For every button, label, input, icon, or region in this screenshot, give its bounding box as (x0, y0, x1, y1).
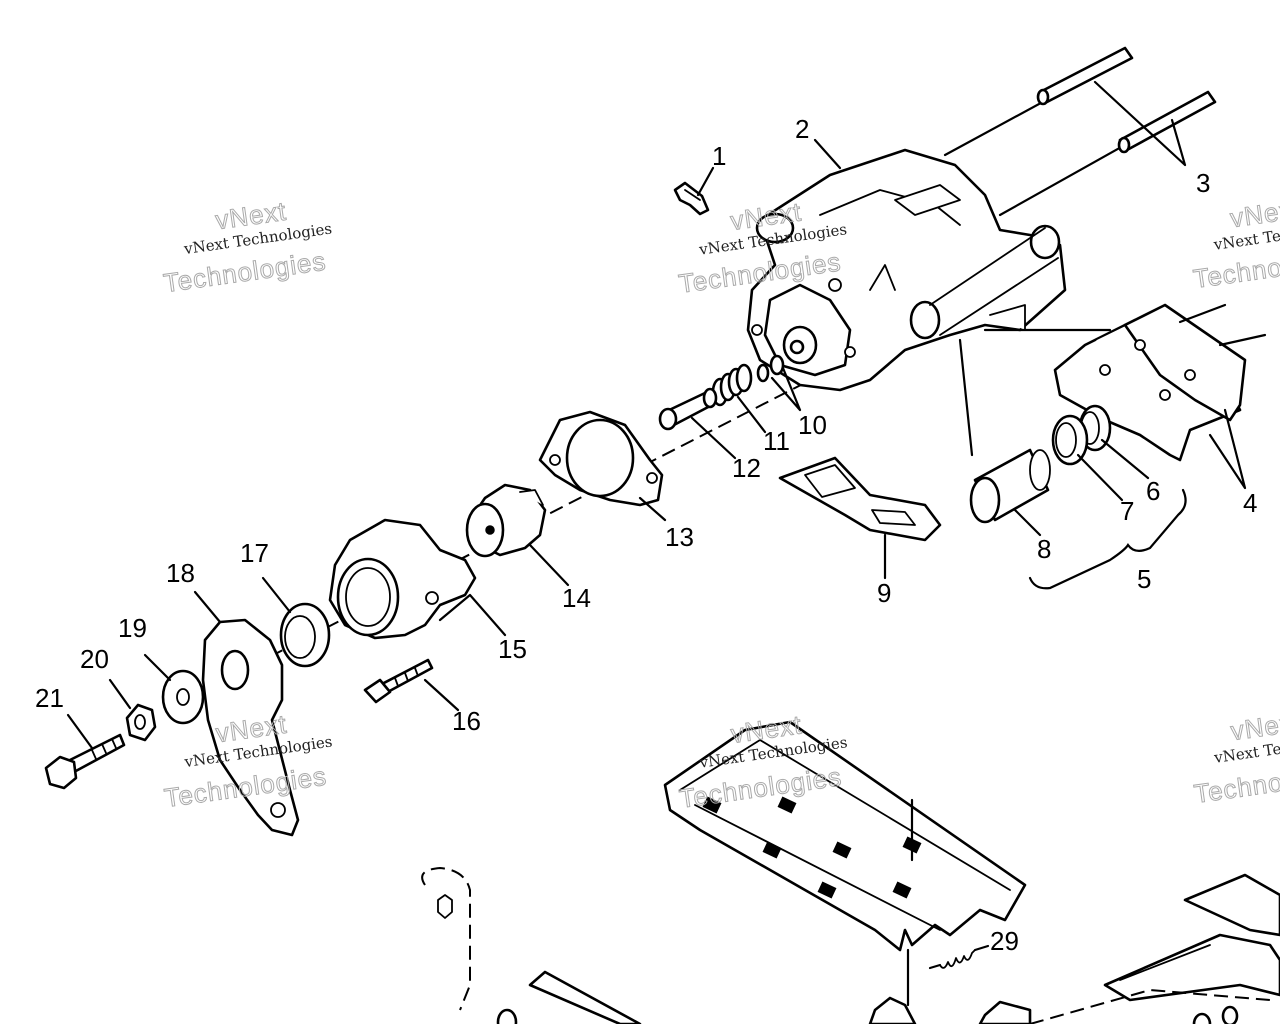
part-11-spring (711, 363, 753, 407)
part-20-nut (125, 703, 157, 742)
lower-footrest-assembly (663, 720, 1027, 1007)
watermark-top-left: vNext vNext Technologies Technologies (161, 195, 333, 298)
part-5-bracket (1028, 488, 1187, 590)
callout-7: 7 (1120, 496, 1134, 526)
part-21-bolt (44, 733, 126, 790)
part-10-o-rings (756, 354, 785, 383)
callout-17: 17 (240, 538, 269, 568)
part-18-lever-arm (201, 618, 300, 837)
callout-2: 2 (795, 114, 809, 144)
watermark-big-line2: Technologies (1192, 756, 1280, 809)
callout-8: 8 (1037, 534, 1051, 564)
callout-14: 14 (562, 583, 591, 613)
leader-lines (66, 80, 1247, 750)
part-9-shim (778, 456, 942, 542)
part-13-gasket (538, 410, 664, 507)
callout-10: 10 (798, 410, 827, 440)
part-19-washer (161, 669, 205, 725)
part-8-piston (969, 448, 1051, 524)
callout-12: 12 (732, 453, 761, 483)
watermarks: vNext vNext Technologies Technologies vN… (161, 193, 1280, 814)
callout-18: 18 (166, 558, 195, 588)
part-17-seal (279, 602, 331, 668)
part-4-brake-pads (1053, 303, 1267, 462)
callout-1: 1 (712, 141, 726, 171)
part-12-pin (658, 387, 718, 431)
part-1-bleeder-screw (673, 181, 710, 216)
callout-labels: 1 2 3 4 5 6 7 8 9 10 11 12 13 14 15 16 1… (35, 114, 1257, 956)
lower-left-bracket (421, 866, 642, 1024)
callout-21: 21 (35, 683, 64, 713)
part-2-caliper-housing (746, 148, 1067, 392)
callout-19: 19 (118, 613, 147, 643)
part-14-actuator (465, 483, 547, 558)
callout-16: 16 (452, 706, 481, 736)
callout-4: 4 (1243, 488, 1257, 518)
part-16-bolt (363, 658, 434, 704)
callout-29: 29 (990, 926, 1019, 956)
callout-6: 6 (1146, 476, 1160, 506)
callout-20: 20 (80, 644, 109, 674)
callout-15: 15 (498, 634, 527, 664)
callout-13: 13 (665, 522, 694, 552)
watermark-bottom-right: vNext vNext Technologies Technologies (1192, 706, 1280, 809)
callout-3: 3 (1196, 168, 1210, 198)
callout-9: 9 (877, 578, 891, 608)
part-6-7-seals (1051, 404, 1112, 466)
callout-11: 11 (763, 426, 790, 456)
part-15-housing (328, 518, 477, 640)
watermark-top-right: vNext vNext Technologies Technologies (1191, 193, 1280, 294)
lower-right-parts (868, 873, 1280, 1024)
callout-5: 5 (1137, 564, 1151, 594)
part-3-pins (1036, 46, 1217, 154)
part-29-spring (928, 944, 990, 970)
